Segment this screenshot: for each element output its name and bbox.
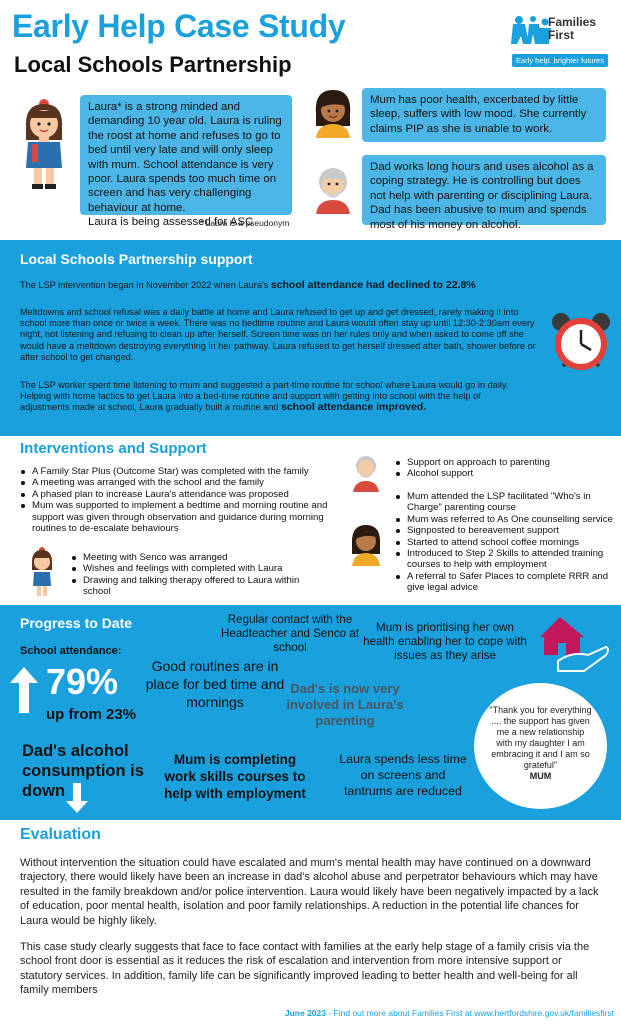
- family-interventions-list: A Family Star Plus (Outcome Star) was co…: [20, 466, 338, 534]
- mum-description: Mum has poor health, excerbated by littl…: [362, 88, 606, 142]
- lsp-worker: The LSP worker spent time listening to m…: [20, 380, 520, 414]
- evaluation-paragraph-1: Without intervention the situation could…: [20, 857, 599, 927]
- mum-quote: "Thank you for everything .... the suppo…: [474, 683, 607, 809]
- interventions-heading: Interventions and Support: [20, 440, 207, 457]
- dad-avatar-small: [353, 456, 379, 492]
- lsp-intro-bold: school attendance had declined to 22.8%: [270, 279, 476, 291]
- down-arrow-icon: [66, 783, 88, 813]
- attendance-label: School attendance:: [20, 645, 122, 657]
- list-item: Wishes and feelings with completed with …: [71, 563, 301, 574]
- lsp-worker-bold: school attendance improved.: [280, 401, 427, 414]
- list-item: Started to attend school coffee mornings: [395, 537, 621, 548]
- logo-tagline: Early help. brighter futures: [512, 54, 608, 67]
- quote-author: MUM: [529, 771, 552, 781]
- attendance-up-from: up from 23%: [46, 706, 137, 723]
- pseudonym-note: * Laura is a pseudonym: [200, 218, 290, 228]
- lsp-intro-text: The LSP intervention began in November 2…: [20, 280, 271, 290]
- list-item: Meeting with Senco was arranged: [71, 552, 301, 563]
- lsp-support-section: Local Schools Partnership support The LS…: [0, 240, 621, 436]
- progress-routines: Good routines are in place for bed time …: [145, 658, 285, 710]
- laura-text: Laura* is a strong minded and demanding …: [88, 101, 282, 214]
- list-item: A meeting was arranged with the school a…: [20, 477, 338, 488]
- list-item: Mum was supported to implement a bedtime…: [20, 500, 338, 534]
- girl-avatar: [26, 99, 62, 189]
- footer-text: - Find out more about Families First at …: [326, 1008, 614, 1018]
- quote-text: "Thank you for everything .... the suppo…: [489, 705, 592, 770]
- progress-section: Progress to Date School attendance: 79% …: [0, 605, 621, 820]
- list-item: Mum attended the LSP facilitated "Who's …: [395, 491, 621, 514]
- dad-alcohol-text: Dad's alcohol consumption is down: [22, 742, 144, 800]
- list-item: Mum was referred to As One counselling s…: [395, 514, 621, 525]
- progress-mum-health: Mum is prioritising her own health enabl…: [363, 621, 527, 662]
- laura-asc-text: Laura is being assessed for ASC: [88, 216, 254, 229]
- list-item: Introduced to Step 2 Skills to attended …: [395, 548, 621, 571]
- list-item: A referral to Safer Places to complete R…: [395, 571, 621, 594]
- evaluation-heading: Evaluation: [20, 826, 101, 843]
- progress-screens: Laura spends less time on screens and ta…: [339, 752, 467, 798]
- list-item: A phased plan to increase Laura's attend…: [20, 489, 338, 500]
- house-hand-icon: [540, 617, 609, 672]
- lsp-heading: Local Schools Partnership support: [20, 251, 253, 267]
- logo-name: Families First: [548, 15, 597, 42]
- list-item: Signposted to bereavement support: [395, 525, 621, 536]
- progress-heading: Progress to Date: [20, 615, 133, 631]
- lsp-worker-text: The LSP worker spent time listening to m…: [20, 380, 509, 413]
- footer-date: June 2023: [284, 1008, 326, 1018]
- dad-avatar: [316, 168, 350, 214]
- evaluation-paragraph-2: This case study clearly suggests that fa…: [20, 941, 590, 997]
- list-item: A Family Star Plus (Outcome Star) was co…: [20, 466, 338, 477]
- families-first-logo: [511, 16, 551, 44]
- laura-description: Laura* is a strong minded and demanding …: [80, 95, 292, 228]
- list-item: Drawing and talking therapy offered to L…: [71, 575, 301, 598]
- dad-description: Dad works long hours and uses alcohol as…: [362, 155, 606, 231]
- page-title: Early Help Case Study: [12, 8, 346, 44]
- up-arrow-icon: [10, 667, 38, 713]
- girl-avatar-small: [32, 547, 52, 596]
- alarm-clock-icon: [552, 313, 610, 370]
- mum-avatar-small: [351, 525, 381, 566]
- progress-headteacher: Regular contact with the Headteacher and…: [221, 613, 359, 654]
- mum-interventions-list: Mum attended the LSP facilitated "Who's …: [395, 491, 621, 594]
- laura-interventions-list: Meeting with Senco was arranged Wishes a…: [71, 552, 301, 598]
- lsp-intro: The LSP intervention began in November 2…: [20, 279, 490, 291]
- page-subtitle: Local Schools Partnership: [14, 52, 292, 77]
- attendance-percentage: 79%: [46, 661, 119, 702]
- list-item: Alcohol support: [395, 468, 615, 479]
- progress-mum-work: Mum is completing work skills courses to…: [164, 752, 306, 801]
- progress-dad-involved: Dad's is now very involved in Laura's pa…: [286, 681, 404, 728]
- footer: June 2023 - Find out more about Families…: [200, 1008, 614, 1018]
- lsp-meltdowns: Meltdowns and school refusal was a daily…: [20, 307, 536, 362]
- dad-interventions-list: Support on approach to parenting Alcohol…: [395, 457, 615, 480]
- list-item: Support on approach to parenting: [395, 457, 615, 468]
- mum-avatar: [315, 90, 351, 138]
